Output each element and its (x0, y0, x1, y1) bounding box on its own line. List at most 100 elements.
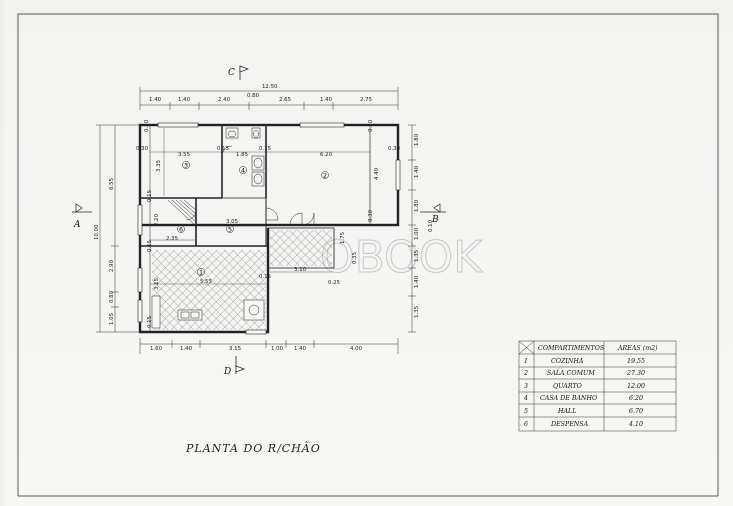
plan-title: PLANTA DO R/CHÃO (185, 441, 321, 455)
section-marker-b: B (420, 203, 446, 225)
table-row: 2 SALA COMUM 27.30 (523, 370, 645, 377)
dim-inner-015-e: 0.15 (259, 274, 271, 280)
bottom-dimension-chain (139, 338, 399, 354)
top-dimension-chain (139, 87, 399, 110)
dim-inner-015-f: 0.15 (147, 316, 153, 328)
room-mark-hall: 5 (228, 225, 232, 233)
dim-right-135-a: 1.35 (414, 250, 420, 262)
table-header-compartimentos: COMPARTIMENTOS (538, 345, 605, 352)
dim-right-140-a: 1.40 (414, 165, 420, 178)
dim-right-180-b: 1.80 (414, 199, 420, 212)
room-marks (177, 161, 329, 276)
dim-top-seg-2: 1.40 (178, 97, 191, 103)
area-table (518, 340, 677, 432)
dim-inner-175: 1.75 (340, 232, 346, 244)
dim-inner-015-b: 0.15 (259, 146, 271, 152)
dim-right-100: 1.00 (414, 227, 420, 240)
windows (137, 122, 401, 335)
svg-text:19.55: 19.55 (627, 358, 645, 365)
svg-text:D: D (223, 367, 231, 377)
table-row: 4 CASA DE BANHO 6.20 (523, 395, 643, 402)
kitchen-fixtures (151, 295, 265, 329)
svg-text:4: 4 (523, 395, 528, 402)
dim-top-seg-1: 1.40 (149, 97, 162, 103)
dim-bottom-315: 3.15 (229, 346, 241, 352)
room-mark-quarto: 3 (184, 161, 188, 169)
dim-bottom-100: 1.00 (271, 346, 284, 352)
dim-right-140-b: 1.40 (414, 275, 420, 288)
room-mark-despensa: 6 (179, 225, 183, 233)
section-marker-d: D (223, 356, 245, 377)
svg-text:COZINHA: COZINHA (551, 358, 584, 365)
dim-inner-035: 0.35 (352, 252, 358, 264)
dim-inner-015-a: 0.15 (217, 146, 229, 152)
dim-overall-top: 12.50 (262, 84, 278, 90)
dim-top-seg-3: 2.40 (218, 97, 231, 103)
svg-text:5: 5 (524, 408, 528, 415)
dim-bottom-400: 4.00 (350, 346, 363, 352)
table-header-areas: AREAS (m2) (617, 345, 658, 352)
dim-inner-315: 3.15 (154, 278, 160, 290)
dim-inner-185: 1.85 (236, 152, 248, 158)
table-row: 1 COZINHA 19.55 (524, 358, 645, 365)
svg-text:1: 1 (524, 358, 528, 365)
dim-right-010: 0.10 (428, 219, 434, 232)
dim-inner-620: 6.20 (320, 152, 333, 158)
sheet-border (17, 13, 719, 497)
stairs (167, 199, 197, 227)
dim-bottom-160: 1.60 (150, 346, 163, 352)
bathroom-fixtures (225, 127, 265, 187)
svg-text:6.70: 6.70 (629, 408, 643, 415)
room-mark-cozinha: 1 (199, 268, 203, 276)
dim-inner-310: 3.10 (294, 267, 307, 273)
dim-inner-015-c: 0.15 (147, 190, 153, 202)
svg-text:2: 2 (523, 370, 528, 377)
table-row: 3 QUARTO 12.00 (524, 383, 645, 390)
table-row: 6 DESPENSA 4.10 (524, 421, 643, 428)
watermark: OBOOK (320, 232, 483, 283)
svg-text:HALL: HALL (557, 408, 576, 415)
dim-inner-355: 3.55 (178, 152, 190, 158)
dim-inner-030-a: 0.30 (144, 119, 150, 132)
inner-dimension-lines (150, 128, 371, 285)
dim-inner-030-e: 0.30 (368, 209, 374, 222)
svg-text:4.10: 4.10 (628, 421, 643, 428)
right-dimension-chain (408, 124, 416, 333)
dim-inner-015-d: 0.15 (147, 240, 153, 252)
svg-text:27.30: 27.30 (626, 370, 645, 377)
svg-text:SALA COMUM: SALA COMUM (547, 370, 595, 377)
svg-text:B: B (431, 215, 439, 225)
dim-inner-235: 2.35 (166, 236, 178, 242)
dim-left-1000: 10.00 (94, 224, 100, 240)
table-row: 5 HALL 6.70 (524, 408, 643, 415)
dim-top-seg-4: 2.65 (279, 97, 291, 103)
svg-text:12.00: 12.00 (627, 383, 645, 390)
section-marker-c: C (228, 65, 249, 80)
svg-text:DESPENSA: DESPENSA (550, 421, 589, 428)
terrace-tile-floor (270, 230, 332, 266)
dim-inner-030-c: 0.30 (388, 146, 401, 152)
dim-bottom-140-a: 1.40 (180, 346, 193, 352)
dim-right-180-a: 1.80 (414, 133, 420, 146)
dim-inner-025: 0.25 (328, 280, 340, 286)
svg-text:A: A (73, 220, 81, 230)
svg-text:6.20: 6.20 (629, 395, 643, 402)
room-mark-casa-banho: 4 (241, 166, 245, 174)
svg-text:3: 3 (524, 383, 528, 390)
dim-left-655: 6.55 (109, 178, 115, 190)
room-mark-sala: 2 (323, 171, 327, 179)
svg-text:QUARTO: QUARTO (553, 383, 583, 390)
section-marker-a: A (72, 203, 92, 230)
dim-top-mid: 0.80 (247, 93, 260, 99)
dim-left-290: 2.90 (109, 259, 115, 272)
dim-inner-335: 3.35 (156, 160, 162, 172)
svg-text:6: 6 (524, 421, 528, 428)
dim-inner-440: 4.40 (374, 167, 380, 180)
dim-inner-305: 3.05 (226, 219, 238, 225)
doors (185, 145, 315, 226)
dim-left-080: 0.80 (109, 290, 115, 303)
dim-top-seg-5: 1.40 (320, 97, 333, 103)
dim-inner-220: 2.20 (154, 213, 160, 226)
